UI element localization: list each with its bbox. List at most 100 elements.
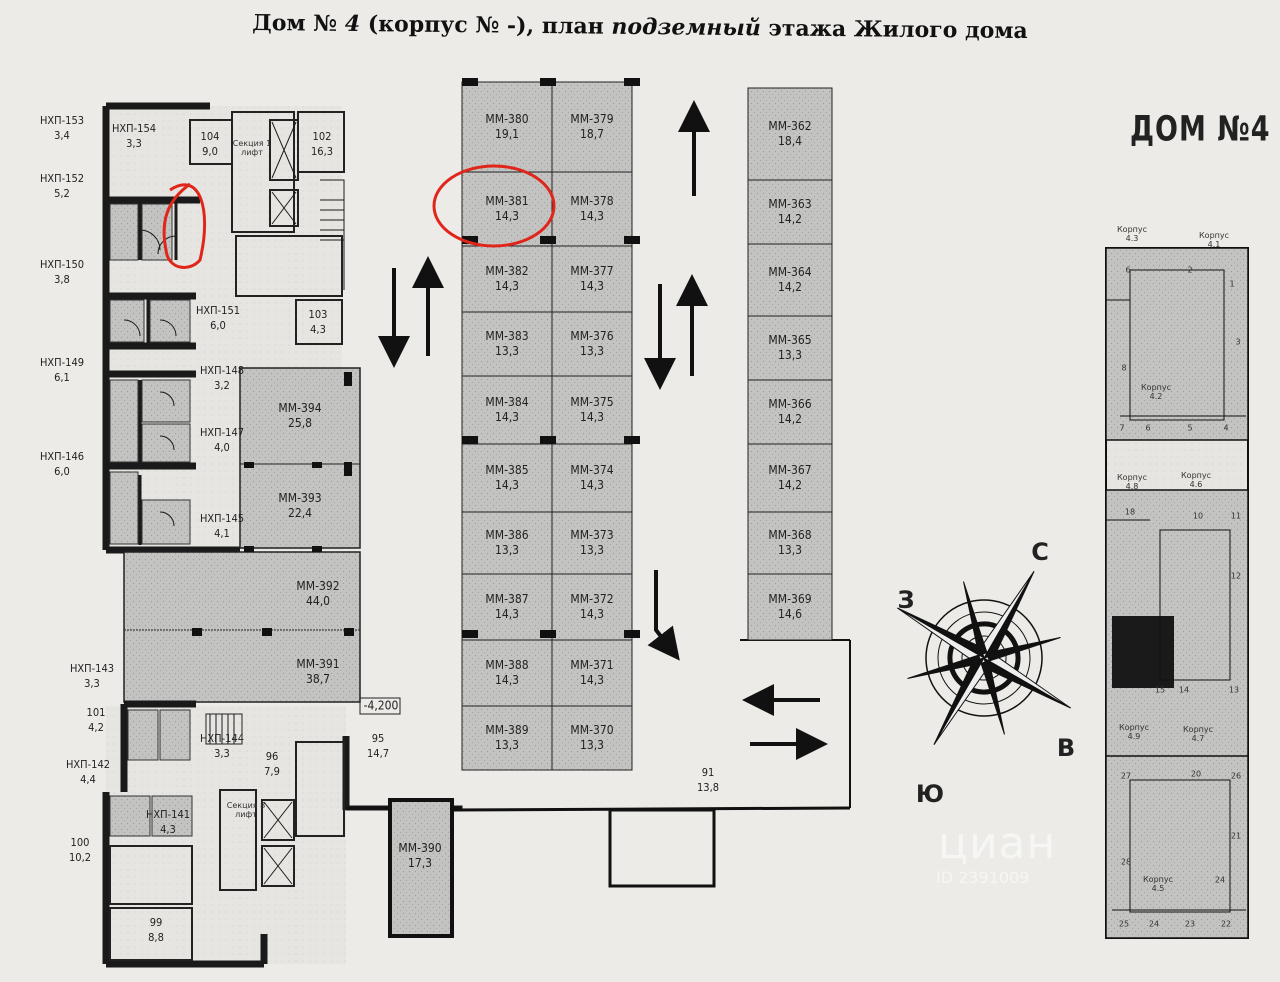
- keyplan-number: 12: [1230, 571, 1242, 581]
- parking-space: [551, 443, 633, 513]
- space-area: 4,3: [160, 823, 176, 836]
- keyplan-number: 13: [1228, 685, 1240, 695]
- space-area: 8,8: [148, 931, 164, 944]
- column-post: [624, 436, 640, 444]
- column-post: [462, 236, 478, 244]
- space-id: НХП-149: [39, 356, 85, 369]
- space-area: 4,4: [80, 773, 96, 786]
- space-area: 13,3: [494, 543, 520, 557]
- keyplan-number: 2: [1187, 265, 1193, 275]
- space-area: 14,3: [494, 410, 520, 424]
- space-id: ММ-380: [485, 112, 529, 126]
- space-id: 103: [308, 308, 328, 321]
- keyplan-korpus-label: Корпус 4.5: [1142, 875, 1174, 893]
- keyplan-number: 4: [1223, 423, 1229, 433]
- ramp-room: [608, 808, 716, 888]
- space-area: 10,2: [68, 851, 92, 864]
- space-id: 96: [265, 750, 279, 763]
- space-id: ММ-381: [485, 194, 529, 208]
- keyplan-korpus-label: Корпус 4.8: [1116, 473, 1148, 491]
- space-area: 14,2: [777, 478, 803, 492]
- space-area: 4,2: [88, 721, 104, 734]
- parking-space: [551, 705, 633, 771]
- space-area: 14,3: [494, 279, 520, 293]
- space-area: 14,3: [494, 478, 520, 492]
- parking-space: [461, 443, 553, 513]
- keyplan-korpus-label: Корпус 4.9: [1118, 723, 1150, 741]
- keyplan-korpus-label: Корпус 4.1: [1198, 231, 1230, 249]
- parking-space: [461, 375, 553, 445]
- space-area: 14,3: [579, 478, 605, 492]
- space-id: ММ-376: [570, 329, 614, 343]
- space-area: 14,3: [579, 209, 605, 223]
- space-id: ММ-370: [570, 723, 614, 737]
- parking-space: [551, 639, 633, 707]
- space-area: 14,2: [777, 212, 803, 226]
- parking-space: [747, 179, 833, 245]
- space-area: 7,9: [264, 765, 280, 778]
- space-id: ММ-392: [296, 579, 340, 593]
- space-id: 100: [70, 836, 90, 849]
- compass-south: Ю: [915, 780, 945, 808]
- column-post: [462, 630, 478, 638]
- space-id: ММ-391: [296, 657, 340, 671]
- keyplan-number: 6: [1145, 423, 1151, 433]
- stair-label: Секция 1 лифт: [232, 139, 272, 157]
- space-area: 13,3: [777, 348, 803, 362]
- space-area: 22,4: [287, 506, 313, 520]
- column-post: [624, 630, 640, 638]
- space-id: НХП-145: [199, 512, 245, 525]
- space-id: НХП-142: [65, 758, 111, 771]
- space-area: 19,1: [494, 127, 520, 141]
- space-area: 5,2: [54, 187, 70, 200]
- space-id: ММ-363: [768, 197, 812, 211]
- space-area: 9,0: [202, 145, 218, 158]
- storage-unit-label: НХП-142 4,4: [66, 757, 110, 787]
- right-parking-grid: [747, 87, 833, 641]
- space-area: 4,1: [214, 527, 230, 540]
- space-id: НХП-154: [111, 122, 157, 135]
- parking-space: [551, 245, 633, 313]
- keyplan-number: 18: [1124, 507, 1136, 517]
- space-id: ММ-385: [485, 463, 529, 477]
- keyplan-number: 23: [1184, 919, 1196, 929]
- space-area: 3,8: [54, 273, 70, 286]
- space-area: 14,3: [579, 607, 605, 621]
- keyplan-number: 28: [1120, 857, 1132, 867]
- keyplan-number: 7: [1119, 423, 1125, 433]
- stair-label: Секция 8 лифт: [226, 801, 266, 819]
- parking-space: [747, 243, 833, 317]
- highlight-circle: [432, 164, 556, 248]
- space-id: ММ-382: [485, 264, 529, 278]
- space-id: ММ-390: [398, 841, 442, 855]
- parking-space: [747, 573, 833, 641]
- column-post: [462, 436, 478, 444]
- watermark-logo: циан: [938, 818, 1057, 869]
- space-area: 14,3: [579, 410, 605, 424]
- keyplan-korpus-label: Корпус 4.6: [1180, 471, 1212, 489]
- space-id: НХП-148: [199, 364, 245, 377]
- parking-space: [461, 511, 553, 575]
- space-area: 14,6: [777, 607, 803, 621]
- space-id: 102: [312, 130, 332, 143]
